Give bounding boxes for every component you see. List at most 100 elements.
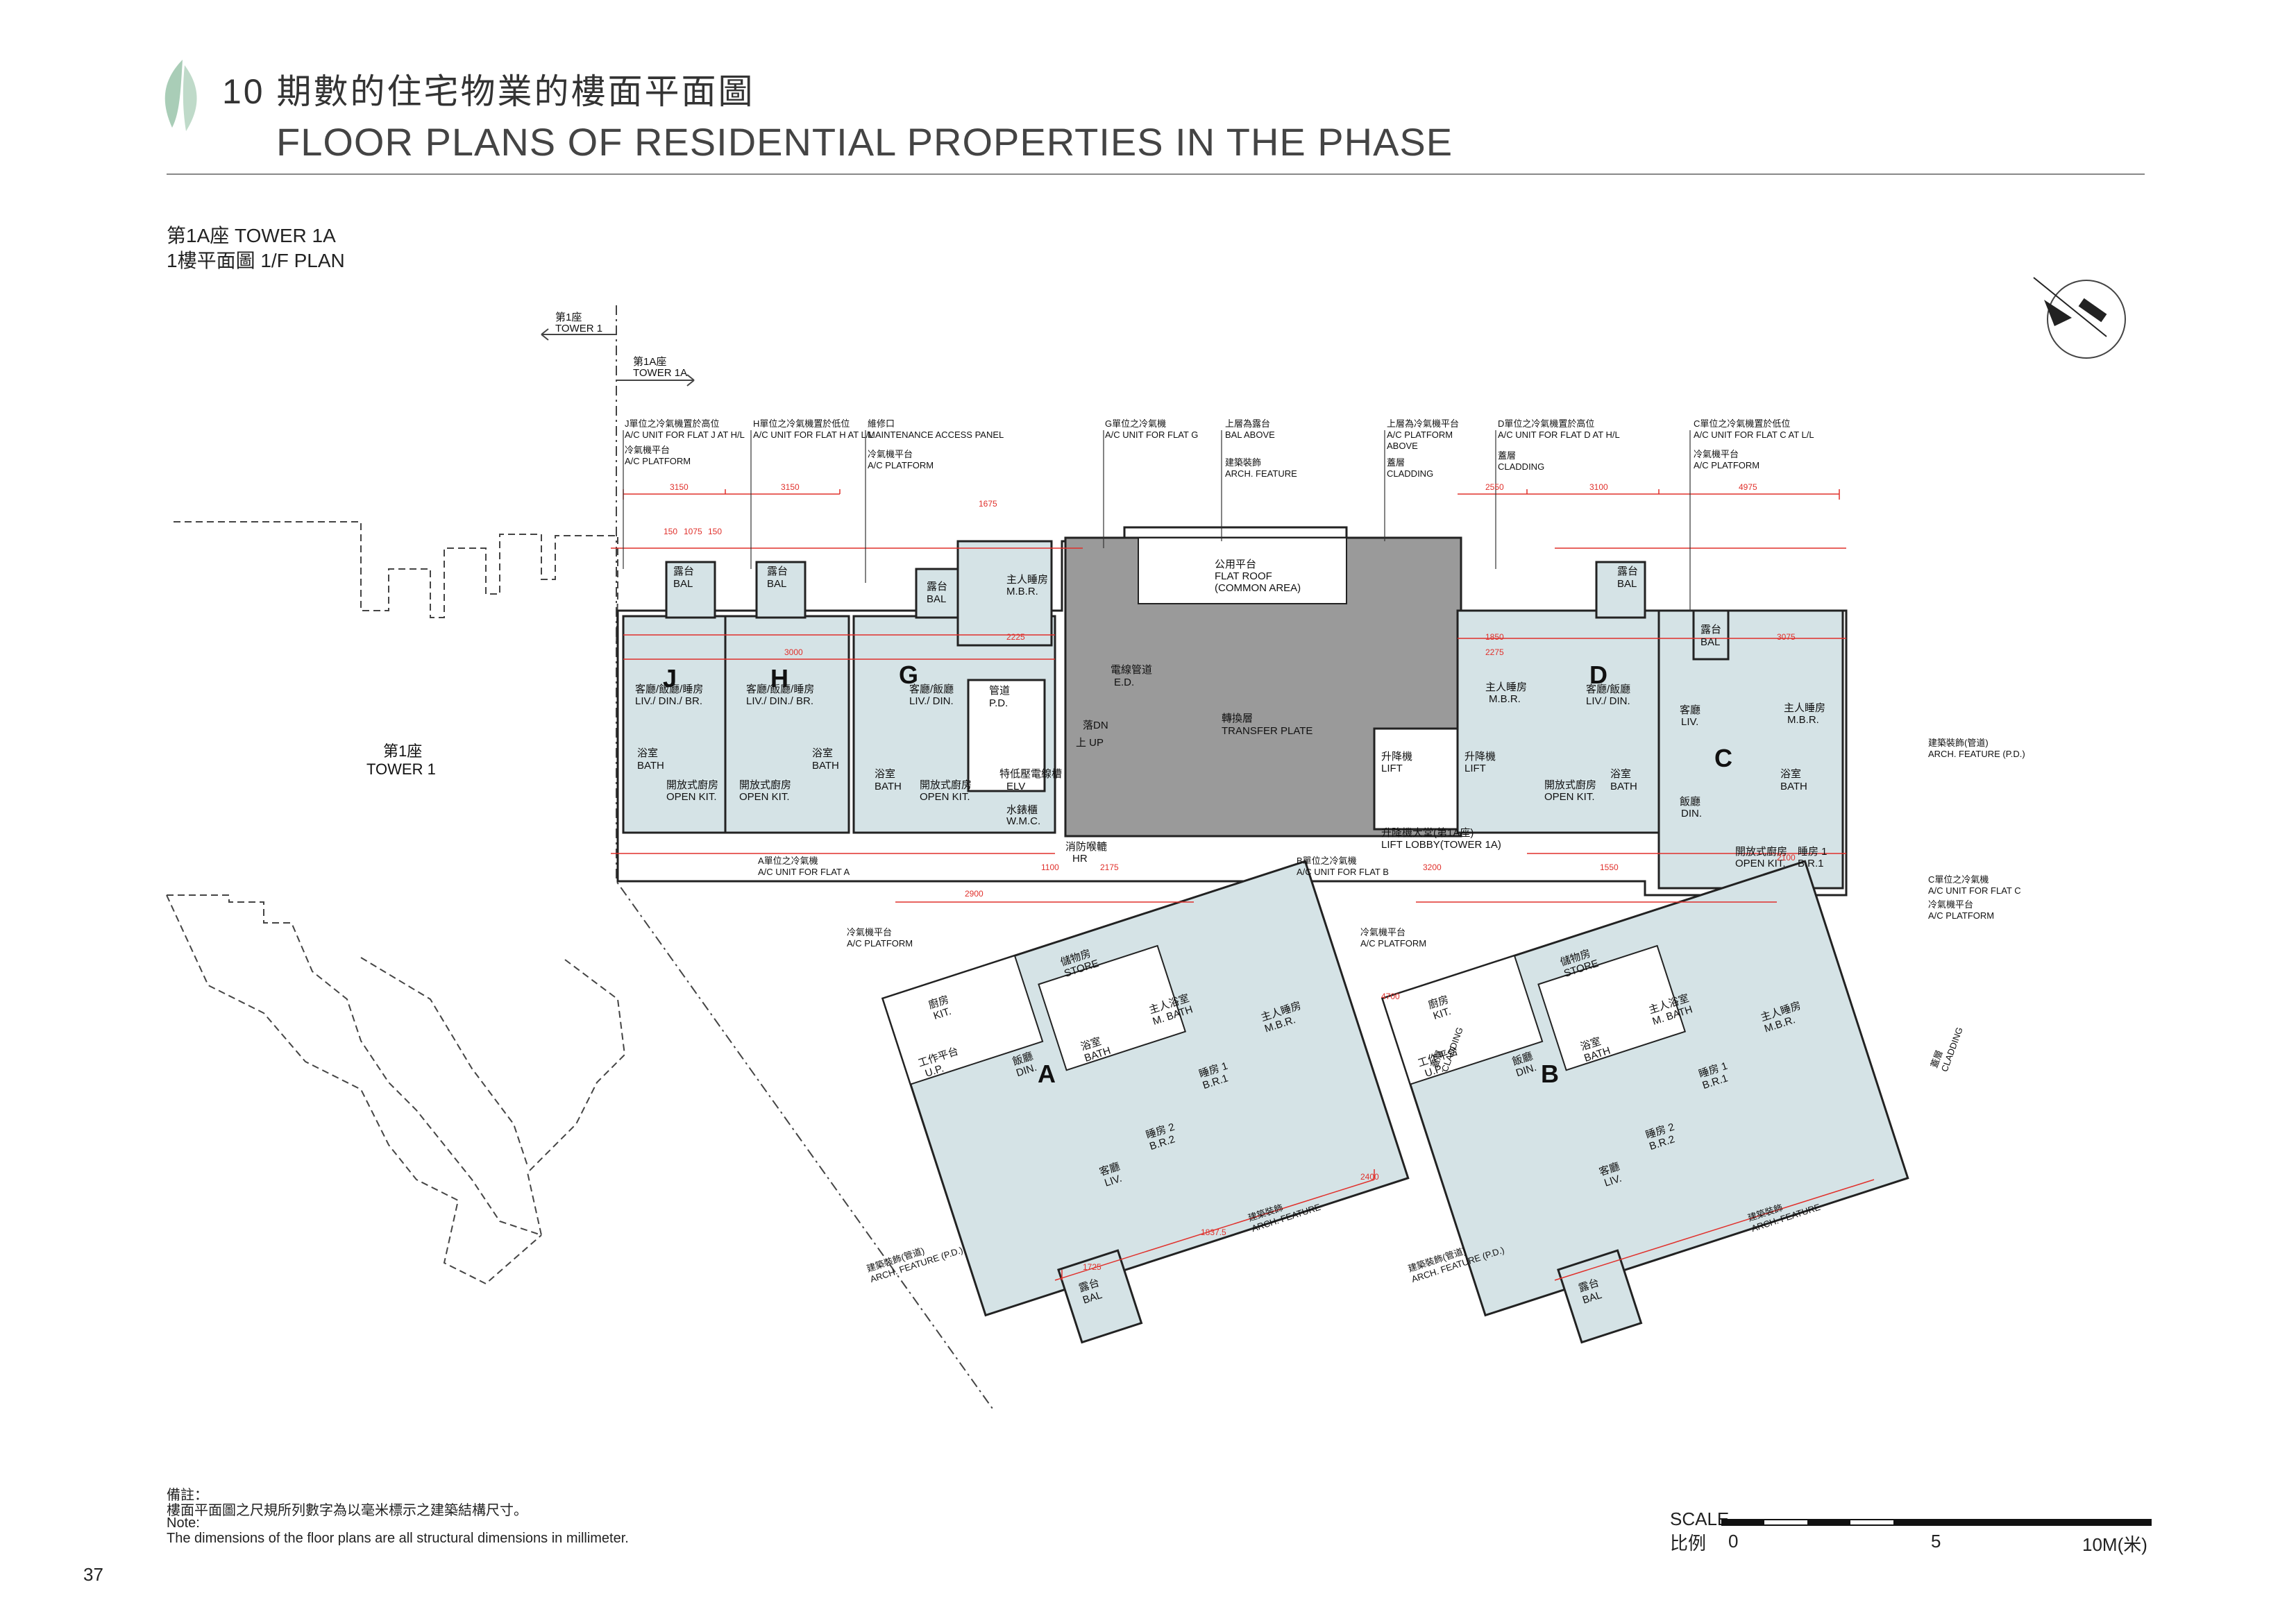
flat-roof-en: FLAT ROOF (1215, 570, 1272, 582)
scale-tick-10: 10M(米) (2082, 1534, 2147, 1555)
svg-text:C單位之冷氣機置於低位: C單位之冷氣機置於低位 (1694, 418, 1790, 429)
svg-text:CLADDING: CLADDING (1939, 1026, 1965, 1073)
section-title-zh-text: 期數的住宅物業的樓面平面圖 (276, 72, 755, 111)
svg-text:冷氣機平台: 冷氣機平台 (1360, 927, 1406, 937)
room-hr-zh: 消防喉轆 (1065, 841, 1107, 853)
room-mbr-c-zh: 主人睡房 (1784, 702, 1825, 714)
svg-text:H單位之冷氣機置於低位: H單位之冷氣機置於低位 (753, 418, 850, 429)
room-bath-g-en: BATH (875, 781, 902, 792)
dim-2175: 2175 (1100, 863, 1119, 872)
callout-bal-above: 上層為露台 BAL ABOVE 建築裝飾 ARCH. FEATURE (1225, 418, 1297, 479)
room-bath-d-zh: 浴室 (1610, 768, 1631, 780)
svg-text:A/C UNIT FOR FLAT C AT L/L: A/C UNIT FOR FLAT C AT L/L (1694, 430, 1814, 440)
callout-maintenance: 維修口 MAINTENANCE ACCESS PANEL 冷氣機平台 A/C P… (868, 418, 1004, 470)
callout-ac-a: A單位之冷氣機 A/C UNIT FOR FLAT A (758, 856, 850, 877)
room-bath-g-zh: 浴室 (875, 768, 895, 780)
dimension-lines (611, 489, 1875, 1281)
room-openkit-d-zh: 開放式廚房 (1544, 779, 1596, 791)
callout-ac-j: J單位之冷氣機置於高位 A/C UNIT FOR FLAT J AT H/L 冷… (625, 418, 745, 466)
room-elv-zh: 特低壓電線槽 (999, 768, 1062, 780)
svg-text:A/C UNIT FOR FLAT B: A/C UNIT FOR FLAT B (1297, 867, 1389, 877)
svg-text:A/C PLATFORM: A/C PLATFORM (1387, 430, 1453, 440)
dim-3200: 3200 (1423, 863, 1442, 872)
dim-2550: 2550 (1485, 482, 1504, 492)
room-livdin-g-en: LIV./ DIN. (909, 695, 954, 707)
svg-text:G單位之冷氣機: G單位之冷氣機 (1105, 418, 1166, 429)
room-bal-h-zh: 露台 (767, 566, 788, 577)
tower1-main-en: TOWER 1 (366, 760, 436, 778)
room-bath-j-en: BATH (637, 760, 664, 772)
room-livdin-d-en: LIV./ DIN. (1586, 695, 1630, 707)
room-liv-b-en: LIV. (1603, 1173, 1623, 1189)
callout-acp-b: 冷氣機平台 A/C PLATFORM (1360, 927, 1426, 949)
svg-text:A/C UNIT FOR FLAT C: A/C UNIT FOR FLAT C (1928, 885, 2021, 896)
flat-g-label: G (899, 661, 918, 689)
room-bal-g-en: BAL (927, 593, 946, 605)
callout-arch-right: 建築裝飾(管道) ARCH. FEATURE (P.D.) (1928, 738, 2025, 759)
flat-h-label: H (770, 664, 788, 692)
note-en-label: Note: (167, 1515, 200, 1531)
leaf-logo-icon (164, 60, 197, 131)
callout-ac-g: G單位之冷氣機 A/C UNIT FOR FLAT G (1105, 418, 1198, 440)
room-openkit-h-en: OPEN KIT. (739, 791, 790, 803)
svg-text:A/C UNIT FOR FLAT A: A/C UNIT FOR FLAT A (758, 867, 850, 877)
room-bal-c-en: BAL (1700, 636, 1720, 648)
svg-text:A/C UNIT FOR FLAT G: A/C UNIT FOR FLAT G (1105, 430, 1198, 440)
tower-boundary-line (616, 305, 993, 1409)
svg-text:A/C PLATFORM: A/C PLATFORM (868, 460, 934, 470)
tower1-main-zh: 第1座 (383, 742, 422, 760)
svg-text:A/C PLATFORM: A/C PLATFORM (625, 456, 691, 466)
note-en: The dimensions of the floor plans are al… (167, 1531, 629, 1546)
room-mbr-g-zh: 主人睡房 (1006, 574, 1048, 586)
stair-dn: 落DN (1083, 720, 1108, 731)
room-ed-en: E.D. (1114, 677, 1134, 688)
svg-text:冷氣機平台: 冷氣機平台 (847, 927, 892, 937)
svg-text:ABOVE: ABOVE (1387, 441, 1418, 451)
svg-text:A/C UNIT FOR FLAT H AT L/L: A/C UNIT FOR FLAT H AT L/L (753, 430, 874, 440)
room-pd-zh: 管道 (989, 685, 1010, 697)
flat-b-label: B (1541, 1060, 1559, 1088)
lift-1-en: LIFT (1381, 763, 1403, 774)
callout-ac-c: C單位之冷氣機置於低位 A/C UNIT FOR FLAT C AT L/L 冷… (1694, 418, 1814, 470)
room-livdin-g-zh: 客廳/飯廳 (909, 683, 954, 695)
room-mbr-g-en: M.B.R. (1006, 586, 1038, 597)
room-openkit-g-en: OPEN KIT. (920, 791, 970, 803)
room-openkit-h-zh: 開放式廚房 (739, 779, 791, 791)
tower-label: 第1A座 TOWER 1A (167, 225, 336, 246)
dim-1100: 1100 (1041, 863, 1059, 872)
room-br1-c-zh: 睡房 1 (1798, 846, 1827, 858)
svg-text:冷氣機平台: 冷氣機平台 (1694, 449, 1739, 459)
scale-label-zh: 比例 (1670, 1533, 1707, 1554)
room-openkit-c-en: OPEN KIT. (1735, 858, 1786, 869)
room-hr-en: HR (1072, 853, 1088, 865)
dim-2900: 2900 (965, 889, 984, 899)
flat-roof-zh: 公用平台 (1215, 559, 1256, 570)
dim-1675: 1675 (979, 499, 997, 509)
note-zh: 樓面平面圖之尺規所列數字為以毫米標示之建築結構尺寸。 (167, 1503, 527, 1518)
svg-text:CLADDING: CLADDING (1498, 461, 1544, 472)
room-bath-c-zh: 浴室 (1780, 768, 1801, 780)
floor-label: 1樓平面圖 1/F PLAN (167, 250, 345, 271)
room-elv-en: ELV (1006, 781, 1025, 792)
svg-text:A/C PLATFORM: A/C PLATFORM (1928, 910, 1994, 921)
dim-2400-a: 2400 (1360, 1172, 1379, 1182)
dim-150-b: 150 (708, 527, 722, 536)
callout-acp-a: 冷氣機平台 A/C PLATFORM (847, 927, 913, 949)
tower-arrow-right (616, 374, 695, 386)
dim-3075: 3075 (1777, 632, 1796, 642)
room-bal-d-en: BAL (1617, 578, 1637, 590)
room-openkit-j-en: OPEN KIT. (666, 791, 717, 803)
header-divider (167, 173, 2145, 175)
room-bal-g-zh: 露台 (927, 581, 947, 593)
room-bath-d-en: BATH (1610, 781, 1637, 792)
dim-1550: 1550 (1600, 863, 1619, 872)
svg-text:冷氣機平台: 冷氣機平台 (1928, 899, 1973, 910)
scale-tick-5: 5 (1931, 1531, 1941, 1552)
flat-roof-en2: (COMMON AREA) (1215, 582, 1301, 594)
scale-bar (1721, 1519, 2152, 1526)
scale-label-en: SCALE (1670, 1509, 1730, 1529)
room-bath-h-en: BATH (812, 760, 839, 772)
svg-text:A/C PLATFORM: A/C PLATFORM (1360, 938, 1426, 949)
svg-text:A/C UNIT FOR FLAT D AT H/L: A/C UNIT FOR FLAT D AT H/L (1498, 430, 1620, 440)
callout-leaders (623, 430, 1691, 611)
